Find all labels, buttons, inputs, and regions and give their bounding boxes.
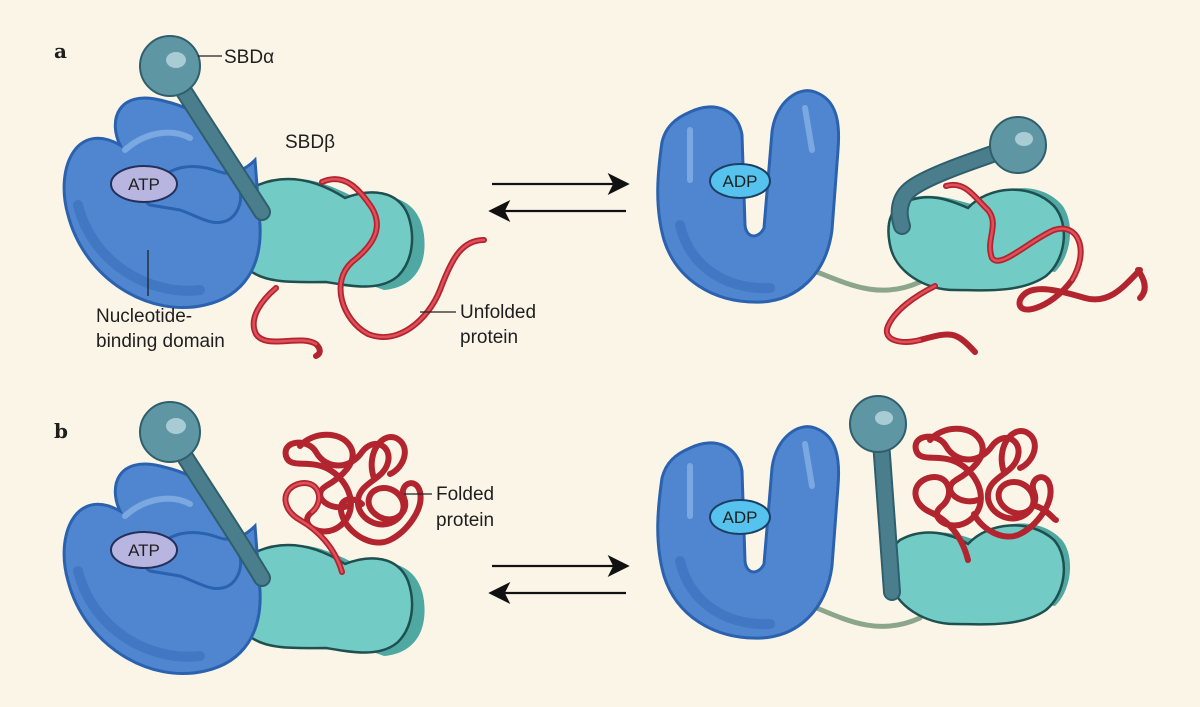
complex-adp-state-a: ADP <box>658 91 1148 355</box>
folded-label-line2: protein <box>436 510 494 531</box>
folded-protein-tangle <box>282 431 424 575</box>
equilibrium-arrows-a <box>488 173 630 222</box>
atp-badge: ATP <box>110 531 178 569</box>
sbd-beta-domain <box>240 177 426 292</box>
sbd-alpha-label: SBDα <box>224 47 274 68</box>
sbd-beta-label: SBDβ <box>285 132 335 153</box>
folded-protein-tangle <box>912 425 1059 563</box>
complex-atp-state-a: ATP <box>64 35 487 359</box>
atp-label: ATP <box>128 175 160 194</box>
sbd-alpha-lid <box>139 401 271 587</box>
sbd-beta-domain <box>240 543 426 658</box>
sbd-alpha-lid <box>139 35 271 221</box>
atp-label: ATP <box>128 541 160 560</box>
nucleotide-binding-domain <box>64 98 260 308</box>
folded-label-line1: Folded <box>436 484 494 505</box>
complex-atp-state-b: ATP <box>64 401 426 674</box>
adp-label: ADP <box>723 508 758 527</box>
sbd-beta-domain <box>887 188 1071 292</box>
atp-badge: ATP <box>110 165 178 203</box>
nucleotide-binding-domain <box>64 464 260 674</box>
sbd-alpha-lid <box>849 395 907 601</box>
interdomain-linker <box>809 267 923 293</box>
interdomain-linker <box>809 603 923 629</box>
panel-a: a ATP SBDα SBDβ <box>54 35 1148 359</box>
unfolded-protein-chain <box>883 181 1148 355</box>
adp-badge: ADP <box>709 163 771 199</box>
sbd-alpha-lid <box>890 116 1047 235</box>
adp-label: ADP <box>723 172 758 191</box>
unfolded-label-line1: Unfolded <box>460 302 536 323</box>
adp-badge: ADP <box>709 499 771 535</box>
unfolded-label-line2: protein <box>460 327 518 348</box>
complex-adp-state-b: ADP <box>658 395 1071 638</box>
panel-letter-b: b <box>54 419 68 443</box>
unfolded-protein-chain <box>250 176 487 359</box>
nbd-label-line1: Nucleotide- <box>96 306 192 327</box>
sbd-beta-domain <box>887 523 1071 626</box>
nbd-label-line2: binding domain <box>96 331 225 352</box>
panel-b: b ATP Folded protein <box>54 395 1071 674</box>
panel-letter-a: a <box>54 39 67 63</box>
equilibrium-arrows-b <box>488 555 630 604</box>
